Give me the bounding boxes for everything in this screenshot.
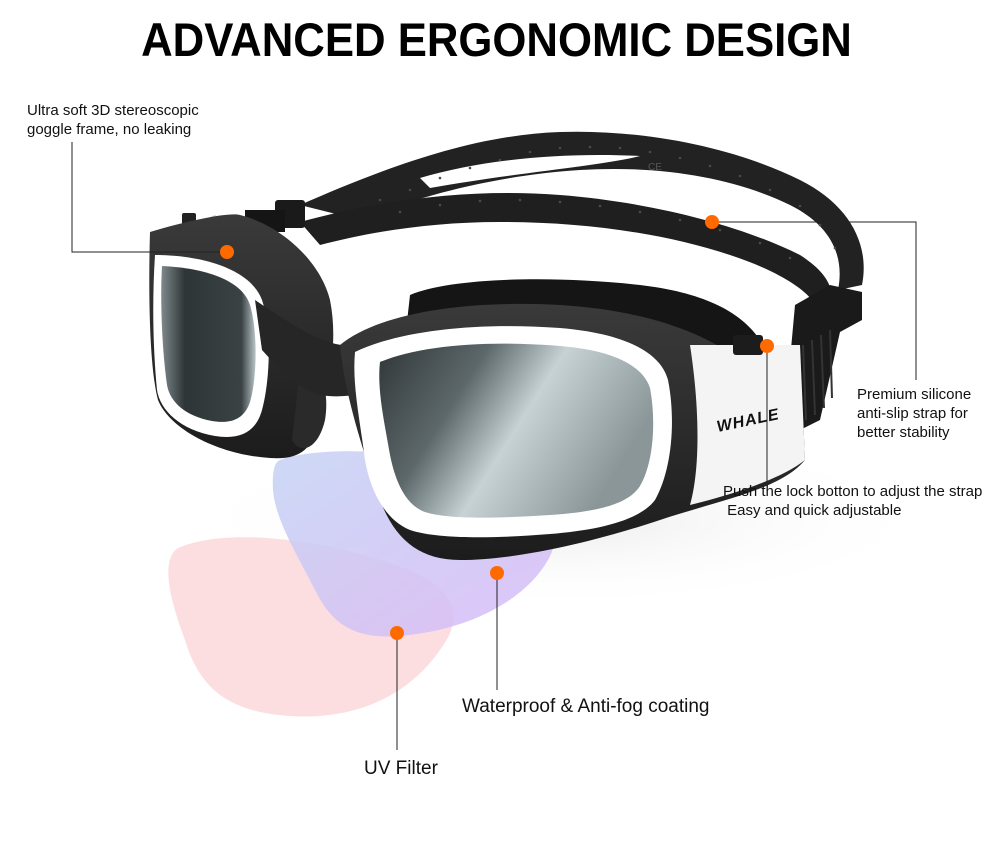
frame-callout-dot: [220, 245, 234, 259]
callout-uv-line-1: UV Filter: [364, 758, 438, 779]
strap-callout-dot: [705, 215, 719, 229]
callout-strap: Premium silicone anti-slip strap for bet…: [857, 385, 971, 442]
lock-callout-dot: [760, 339, 774, 353]
callout-strap-line-2: anti-slip strap for: [857, 405, 968, 422]
callout-strap-line-1: Premium silicone: [857, 386, 972, 403]
callout-anti-fog: Waterproof & Anti-fog coating: [462, 696, 709, 718]
right-buckle: [790, 285, 862, 430]
ce-mark: CE: [648, 162, 662, 173]
callout-lines: [71, 142, 917, 750]
callout-frame: Ultra soft 3D stereoscopic goggle frame,…: [27, 101, 199, 139]
callout-dots: [220, 215, 774, 640]
fog-callout-dot: [490, 566, 504, 580]
callout-lock-line-1: Push the lock botton to adjust the strap: [723, 483, 983, 500]
frame-callout-line: [71, 142, 227, 253]
strap: CE: [300, 131, 864, 300]
page-title: ADVANCED ERGONOMIC DESIGN: [141, 13, 852, 66]
callout-frame-line-1: Ultra soft 3D stereoscopic: [27, 102, 199, 119]
callout-lock-line-2: Easy and quick adjustable: [723, 502, 902, 519]
right-eyecup: WHALE: [340, 279, 805, 560]
callout-lock: Push the lock botton to adjust the strap…: [723, 482, 982, 520]
uv-callout-dot: [390, 626, 404, 640]
callout-fog-line-1: Waterproof & Anti-fog coating: [462, 696, 710, 717]
callout-frame-line-2: goggle frame, no leaking: [27, 121, 192, 138]
strap-callout-line: [712, 221, 917, 380]
callout-strap-line-3: better stability: [857, 424, 950, 441]
callout-uv-filter: UV Filter: [364, 758, 438, 780]
lock-button: [733, 335, 763, 355]
